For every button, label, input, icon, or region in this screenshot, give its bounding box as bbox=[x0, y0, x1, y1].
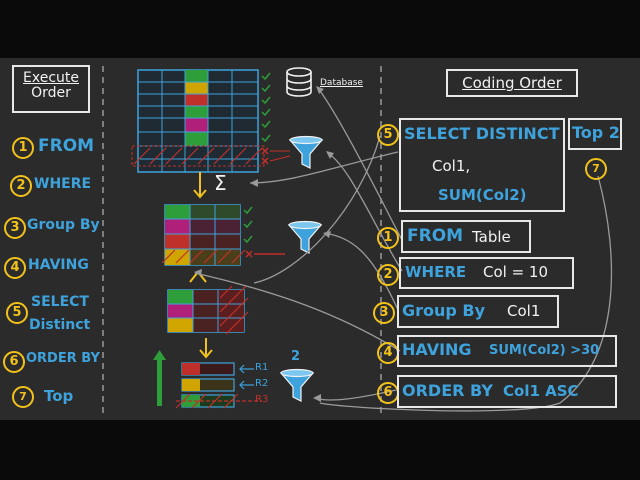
code-group-number: 3 bbox=[373, 302, 395, 324]
diagram-board: Execute Order 1 FROM 2 WHERE 3 Group By … bbox=[0, 58, 640, 420]
code-where-number: 2 bbox=[377, 264, 399, 286]
exec-step-1-number: 1 bbox=[12, 137, 34, 159]
exec-step-2-label: WHERE bbox=[34, 176, 92, 192]
from-keyword: FROM bbox=[407, 226, 464, 246]
sum-symbol: Σ bbox=[214, 171, 227, 195]
select-col1: Col1, bbox=[432, 157, 471, 175]
where-clause-box bbox=[399, 257, 574, 289]
sort-ascending-icon bbox=[153, 350, 166, 406]
exec-step-5-number: 5 bbox=[6, 302, 28, 324]
order-value: Col1 ASC bbox=[503, 382, 579, 400]
code-from-number: 1 bbox=[377, 227, 399, 249]
top-count: 2 bbox=[291, 349, 301, 364]
group-value: Col1 bbox=[507, 302, 541, 320]
having-clause-box bbox=[397, 335, 617, 367]
execute-order-title: Execute Order bbox=[12, 65, 90, 113]
where-keyword: WHERE bbox=[405, 263, 467, 281]
having-filter-icon bbox=[287, 220, 323, 254]
arrow-down-icon bbox=[193, 172, 207, 199]
arrow-down-icon-2 bbox=[199, 338, 213, 359]
top-filter-icon bbox=[279, 368, 315, 402]
from-clause-box bbox=[401, 220, 531, 253]
where-filter-icon bbox=[288, 135, 324, 169]
where-value: Col = 10 bbox=[483, 263, 549, 281]
code-having-number: 4 bbox=[377, 342, 399, 364]
select-keyword: SELECT DISTINCT bbox=[404, 124, 560, 143]
exec-step-4-number: 4 bbox=[4, 257, 26, 279]
ordered-rows bbox=[175, 362, 262, 409]
connector-arrowheads bbox=[194, 86, 334, 402]
exec-step-6-label: ORDER BY bbox=[26, 351, 100, 366]
code-select-number: 5 bbox=[377, 124, 399, 146]
execute-title-line1: Execute bbox=[23, 70, 79, 86]
exec-step-5-label-line2: Distinct bbox=[29, 317, 91, 333]
execute-title-line2: Order bbox=[31, 85, 71, 102]
exec-step-7-number: 7 bbox=[12, 386, 34, 408]
source-table bbox=[131, 69, 291, 173]
group-clause-box bbox=[397, 295, 559, 328]
coding-order-title: Coding Order bbox=[446, 69, 578, 97]
exec-step-4-label: HAVING bbox=[28, 257, 89, 273]
database-icon bbox=[286, 67, 312, 97]
code-top-number: 7 bbox=[585, 158, 607, 180]
order-keyword: ORDER BY bbox=[402, 381, 493, 400]
code-order-number: 6 bbox=[377, 382, 399, 404]
exec-step-5-label-line1: SELECT bbox=[31, 294, 89, 310]
selected-table bbox=[167, 285, 249, 335]
exec-step-1-label: FROM bbox=[38, 136, 95, 156]
group-keyword: Group By bbox=[402, 301, 486, 320]
having-value: SUM(Col2) >30 bbox=[489, 343, 600, 358]
execution-diagram bbox=[131, 67, 613, 412]
exec-step-6-number: 6 bbox=[3, 351, 25, 373]
exec-step-3-label: Group By bbox=[27, 217, 100, 233]
exec-step-7-label: Top bbox=[44, 387, 74, 405]
exec-step-2-number: 2 bbox=[10, 175, 32, 197]
row-label-r3: R3 bbox=[255, 394, 269, 405]
grouped-table bbox=[161, 204, 285, 266]
select-sum: SUM(Col2) bbox=[438, 186, 527, 204]
row-label-r1: R1 bbox=[255, 362, 269, 373]
from-value: Table bbox=[472, 228, 511, 246]
top-keyword: Top 2 bbox=[572, 123, 620, 142]
exec-step-3-number: 3 bbox=[4, 217, 26, 239]
row-label-r2: R2 bbox=[255, 378, 269, 389]
top-clause-box bbox=[568, 118, 622, 150]
order-clause-box bbox=[397, 375, 617, 408]
having-keyword: HAVING bbox=[402, 340, 472, 359]
select-clause-box bbox=[399, 118, 565, 212]
database-label: Database bbox=[320, 78, 363, 88]
